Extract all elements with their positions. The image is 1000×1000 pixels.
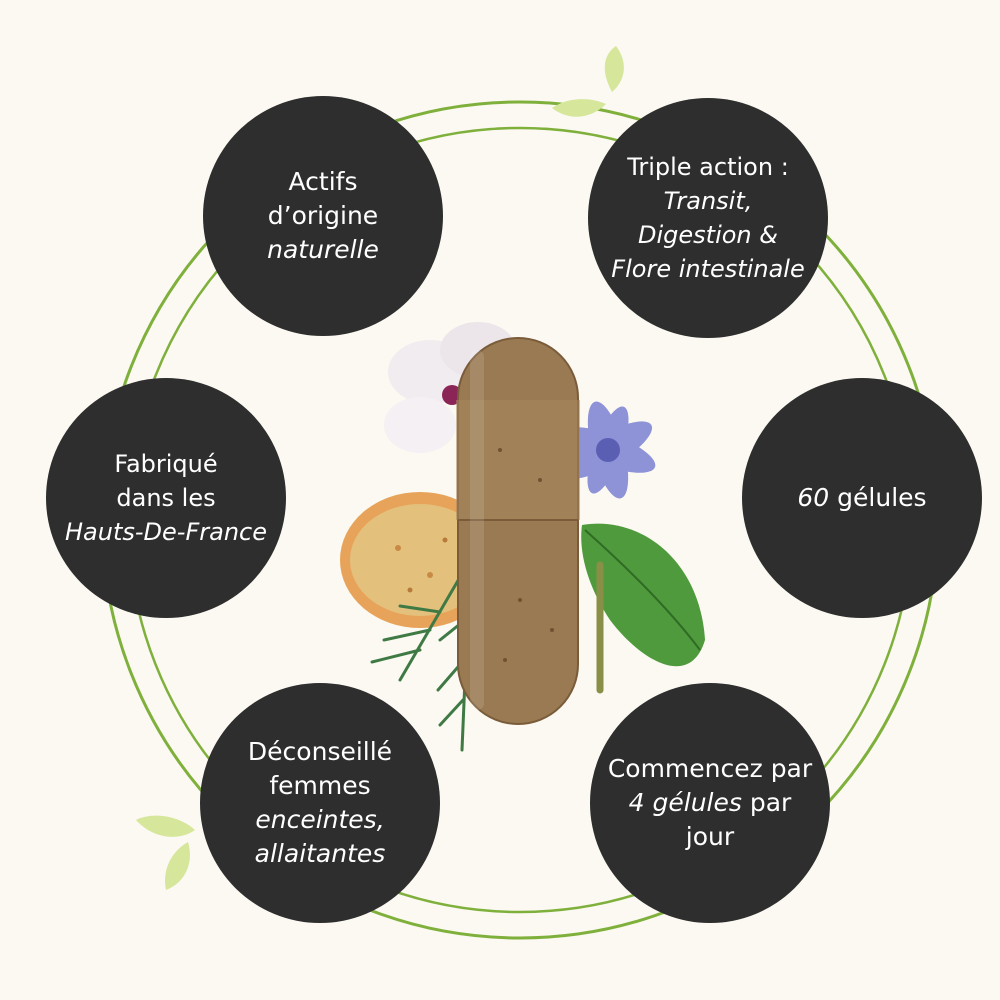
count-number: 60 [797, 483, 830, 512]
plantain-leaf-image [557, 523, 705, 694]
natural-line-3: naturelle [267, 235, 379, 264]
feature-triple-action: Triple action : Transit, Digestion & Flo… [588, 98, 828, 338]
leaf-icon-top [552, 46, 624, 117]
dosage-line-1: Commencez par [607, 754, 813, 783]
warning-line-3: enceintes, [255, 805, 385, 834]
triple-line-1: Triple action : [627, 153, 789, 181]
feature-capsule-count: 60 gélules [742, 378, 982, 618]
made-in-line-2: dans les [116, 484, 216, 512]
dosage-line-3: jour [685, 822, 735, 851]
warning-line-4: allaitantes [254, 839, 386, 868]
chicory-flower-image [560, 401, 656, 499]
natural-line-2: d’origine [267, 201, 379, 230]
triple-line-4: Flore intestinale [611, 255, 805, 283]
leaf-icon-bottom [136, 815, 195, 890]
dosage-line-2-rest: par [749, 788, 792, 817]
feature-natural-actives: Actifs d’origine naturelle [203, 96, 443, 336]
feature-dosage: Commencez par 4 gélules par jour [590, 683, 830, 923]
dosage-line-2-emphasis: 4 gélules [628, 788, 742, 817]
count-label: gélules [837, 483, 927, 512]
warning-line-1: Déconseillé [247, 737, 393, 766]
capsule-image [456, 337, 580, 725]
made-in-line-3: Hauts-De-France [65, 518, 267, 546]
warning-line-2: femmes [269, 771, 371, 800]
triple-line-2: Transit, [663, 187, 753, 215]
made-in-line-1: Fabriqué [114, 450, 218, 478]
feature-warning: Déconseillé femmes enceintes, allaitante… [200, 683, 440, 923]
feature-made-in: Fabriqué dans les Hauts-De-France [46, 378, 286, 618]
triple-line-3: Digestion & [638, 221, 778, 249]
natural-line-1: Actifs [288, 167, 358, 196]
